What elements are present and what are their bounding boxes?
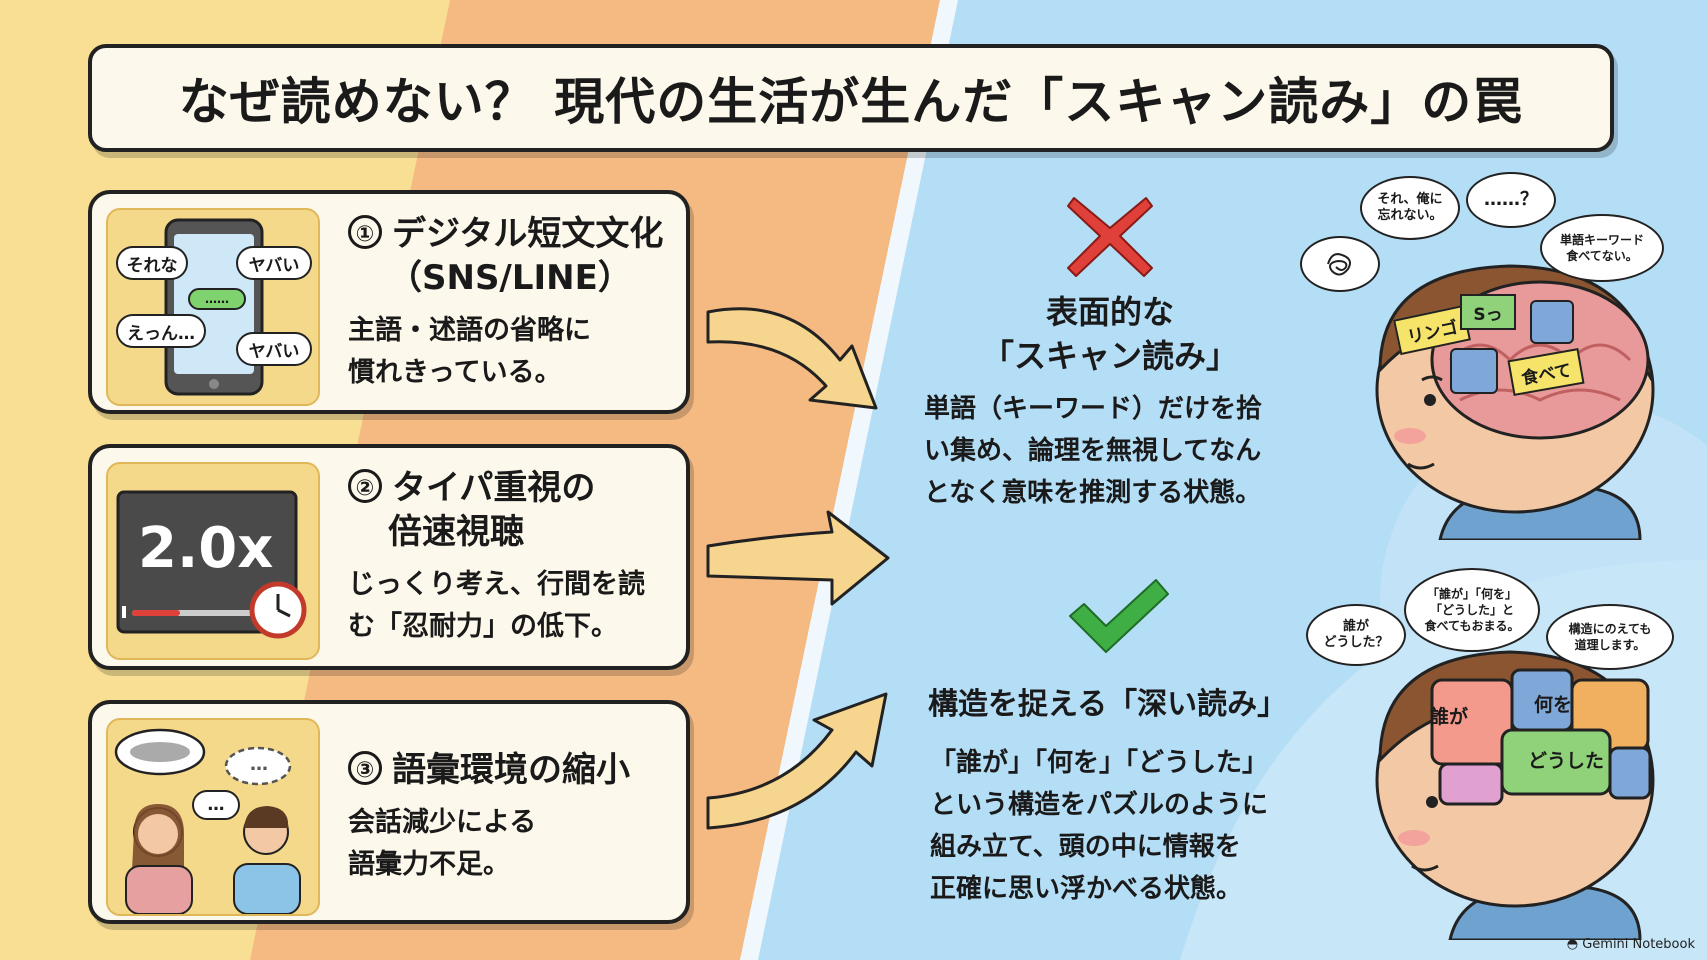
video-illustration: 2.0x — [106, 462, 320, 660]
card-description: 主語・述語の省略に 慣れきっている。 — [348, 315, 591, 388]
chat-bubble: えっん… — [116, 314, 206, 348]
gemini-logo-icon: ◓ — [1566, 937, 1579, 952]
title-banner: なぜ読めない？ 現代の生活が生んだ「スキャン読み」の罠 — [88, 44, 1614, 152]
deep-reading-description: 「誰が」「何を」「どうした」 という構造をパズルのように 組み立て、頭の中に情報… — [930, 748, 1269, 904]
tangle-icon — [1327, 253, 1351, 276]
number-badge: ① — [348, 215, 382, 249]
card-description: じっくり考え、行間を読 む「忍耐力」の低下。 — [348, 569, 645, 642]
cross-icon — [1067, 197, 1153, 277]
puzzle-piece-icon — [1450, 348, 1498, 394]
scan-reading-description: 単語（キーワード）だけを拾 い集め、論理を無視してなん となく意味を推測する状態… — [924, 394, 1263, 508]
chat-bubble: …… — [188, 288, 246, 310]
check-mark-icon — [1069, 579, 1169, 653]
speech-bubble: … — [192, 790, 240, 820]
thought-bubble: 誰が どうした？ — [1306, 604, 1406, 666]
thought-bubble: 「誰が」「何を」 「どうした」と 食べてもおまる。 — [1404, 568, 1540, 652]
tangle-thought-bubble — [1300, 236, 1380, 292]
conversation-illustration: … … — [106, 718, 320, 916]
arrow-icon — [706, 510, 890, 606]
chat-bubble: ヤバい — [236, 246, 312, 280]
brain-puzzle-label: 何を — [1534, 694, 1573, 716]
thought-bubble: 構造にのえても 道理します。 — [1546, 604, 1674, 670]
brain-puzzle-label: 誰が — [1430, 706, 1469, 728]
thought-bubble: ……？ — [1466, 172, 1556, 228]
people-talking-icon — [114, 728, 301, 914]
arrow-icon — [706, 692, 888, 830]
footer-brand: ◓ Gemini Notebook — [1566, 937, 1695, 952]
deep-reading-heading: 構造を捉える「深い読み」 — [928, 687, 1288, 722]
thought-bubble: 単語キーワード 食べてない。 — [1540, 214, 1664, 282]
card-description: 会話減少による 語彙力不足。 — [348, 807, 537, 880]
phone-illustration: それな ヤバい …… えっん… ヤバい — [106, 208, 320, 406]
scan-reading-heading: 表面的な 「スキャン読み」 — [981, 293, 1238, 375]
thought-bubble: それ、俺に 忘れない。 — [1360, 176, 1460, 240]
page-title: なぜ読めない？ 現代の生活が生んだ「スキャン読み」の罠 — [178, 73, 1524, 131]
brain-puzzle-label: どうした — [1528, 750, 1605, 772]
speech-bubble-dots: … — [250, 754, 268, 775]
video-player-icon — [116, 490, 307, 639]
number-badge: ② — [348, 469, 382, 503]
boy-structured-brain-illustration — [1375, 650, 1655, 940]
puzzle-piece-icon — [1530, 300, 1574, 344]
playback-speed: 2.0x — [138, 516, 274, 581]
number-badge: ③ — [348, 751, 382, 785]
brain-word-tag: Sっ — [1460, 294, 1516, 330]
arrow-icon — [706, 307, 878, 410]
chat-bubble: ヤバい — [236, 332, 312, 366]
chat-bubble: それな — [116, 246, 188, 280]
